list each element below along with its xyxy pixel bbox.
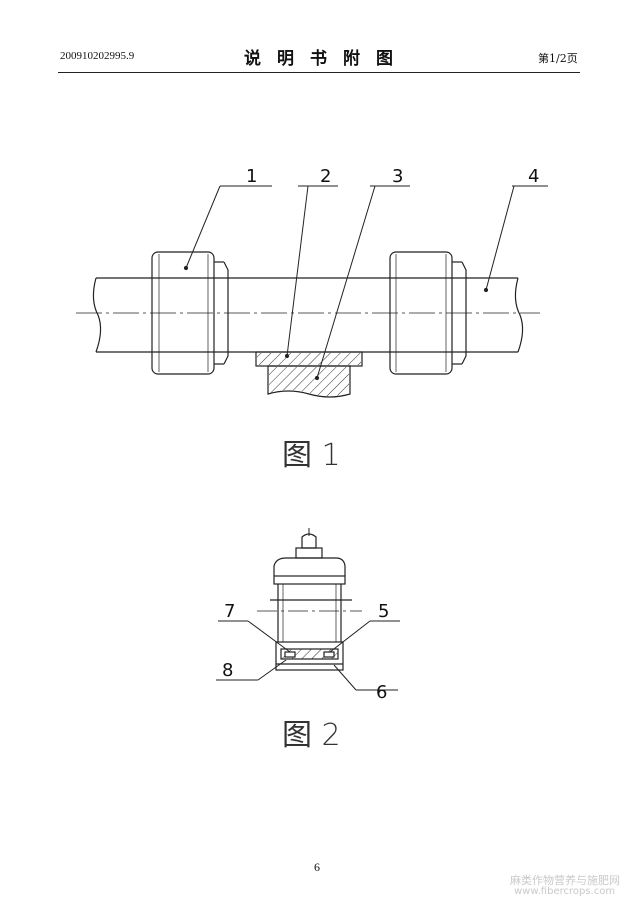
application-number: 200910202995.9 <box>60 50 135 62</box>
figure-1-caption: 图 1 <box>282 438 341 473</box>
bearing-block <box>255 351 363 367</box>
header-rule <box>58 72 580 73</box>
figure-2-leaders <box>216 620 400 691</box>
callout-4: 4 <box>528 166 539 187</box>
page-number: 6 <box>314 860 320 874</box>
watermark-url: www.fibercrops.com <box>514 886 616 897</box>
watermark-text: 麻类作物营养与施肥网 <box>510 874 620 887</box>
callout-3: 3 <box>392 166 403 187</box>
shaft <box>92 277 524 353</box>
callout-2: 2 <box>320 166 331 187</box>
figure-2-drawing <box>257 528 362 671</box>
figure-2-caption: 图 2 <box>282 718 341 753</box>
page-indicator: 第1/2页 <box>538 52 578 65</box>
figure-1-leaders <box>183 185 548 381</box>
left-sleeve <box>151 251 229 375</box>
support-base <box>267 365 351 398</box>
callout-8: 8 <box>222 660 233 681</box>
right-sleeve <box>389 251 467 375</box>
callout-5: 5 <box>378 601 389 622</box>
page-title: 说明书附图 <box>244 49 409 69</box>
callout-6: 6 <box>376 682 387 703</box>
callout-7: 7 <box>224 601 235 622</box>
callout-1: 1 <box>246 166 257 187</box>
